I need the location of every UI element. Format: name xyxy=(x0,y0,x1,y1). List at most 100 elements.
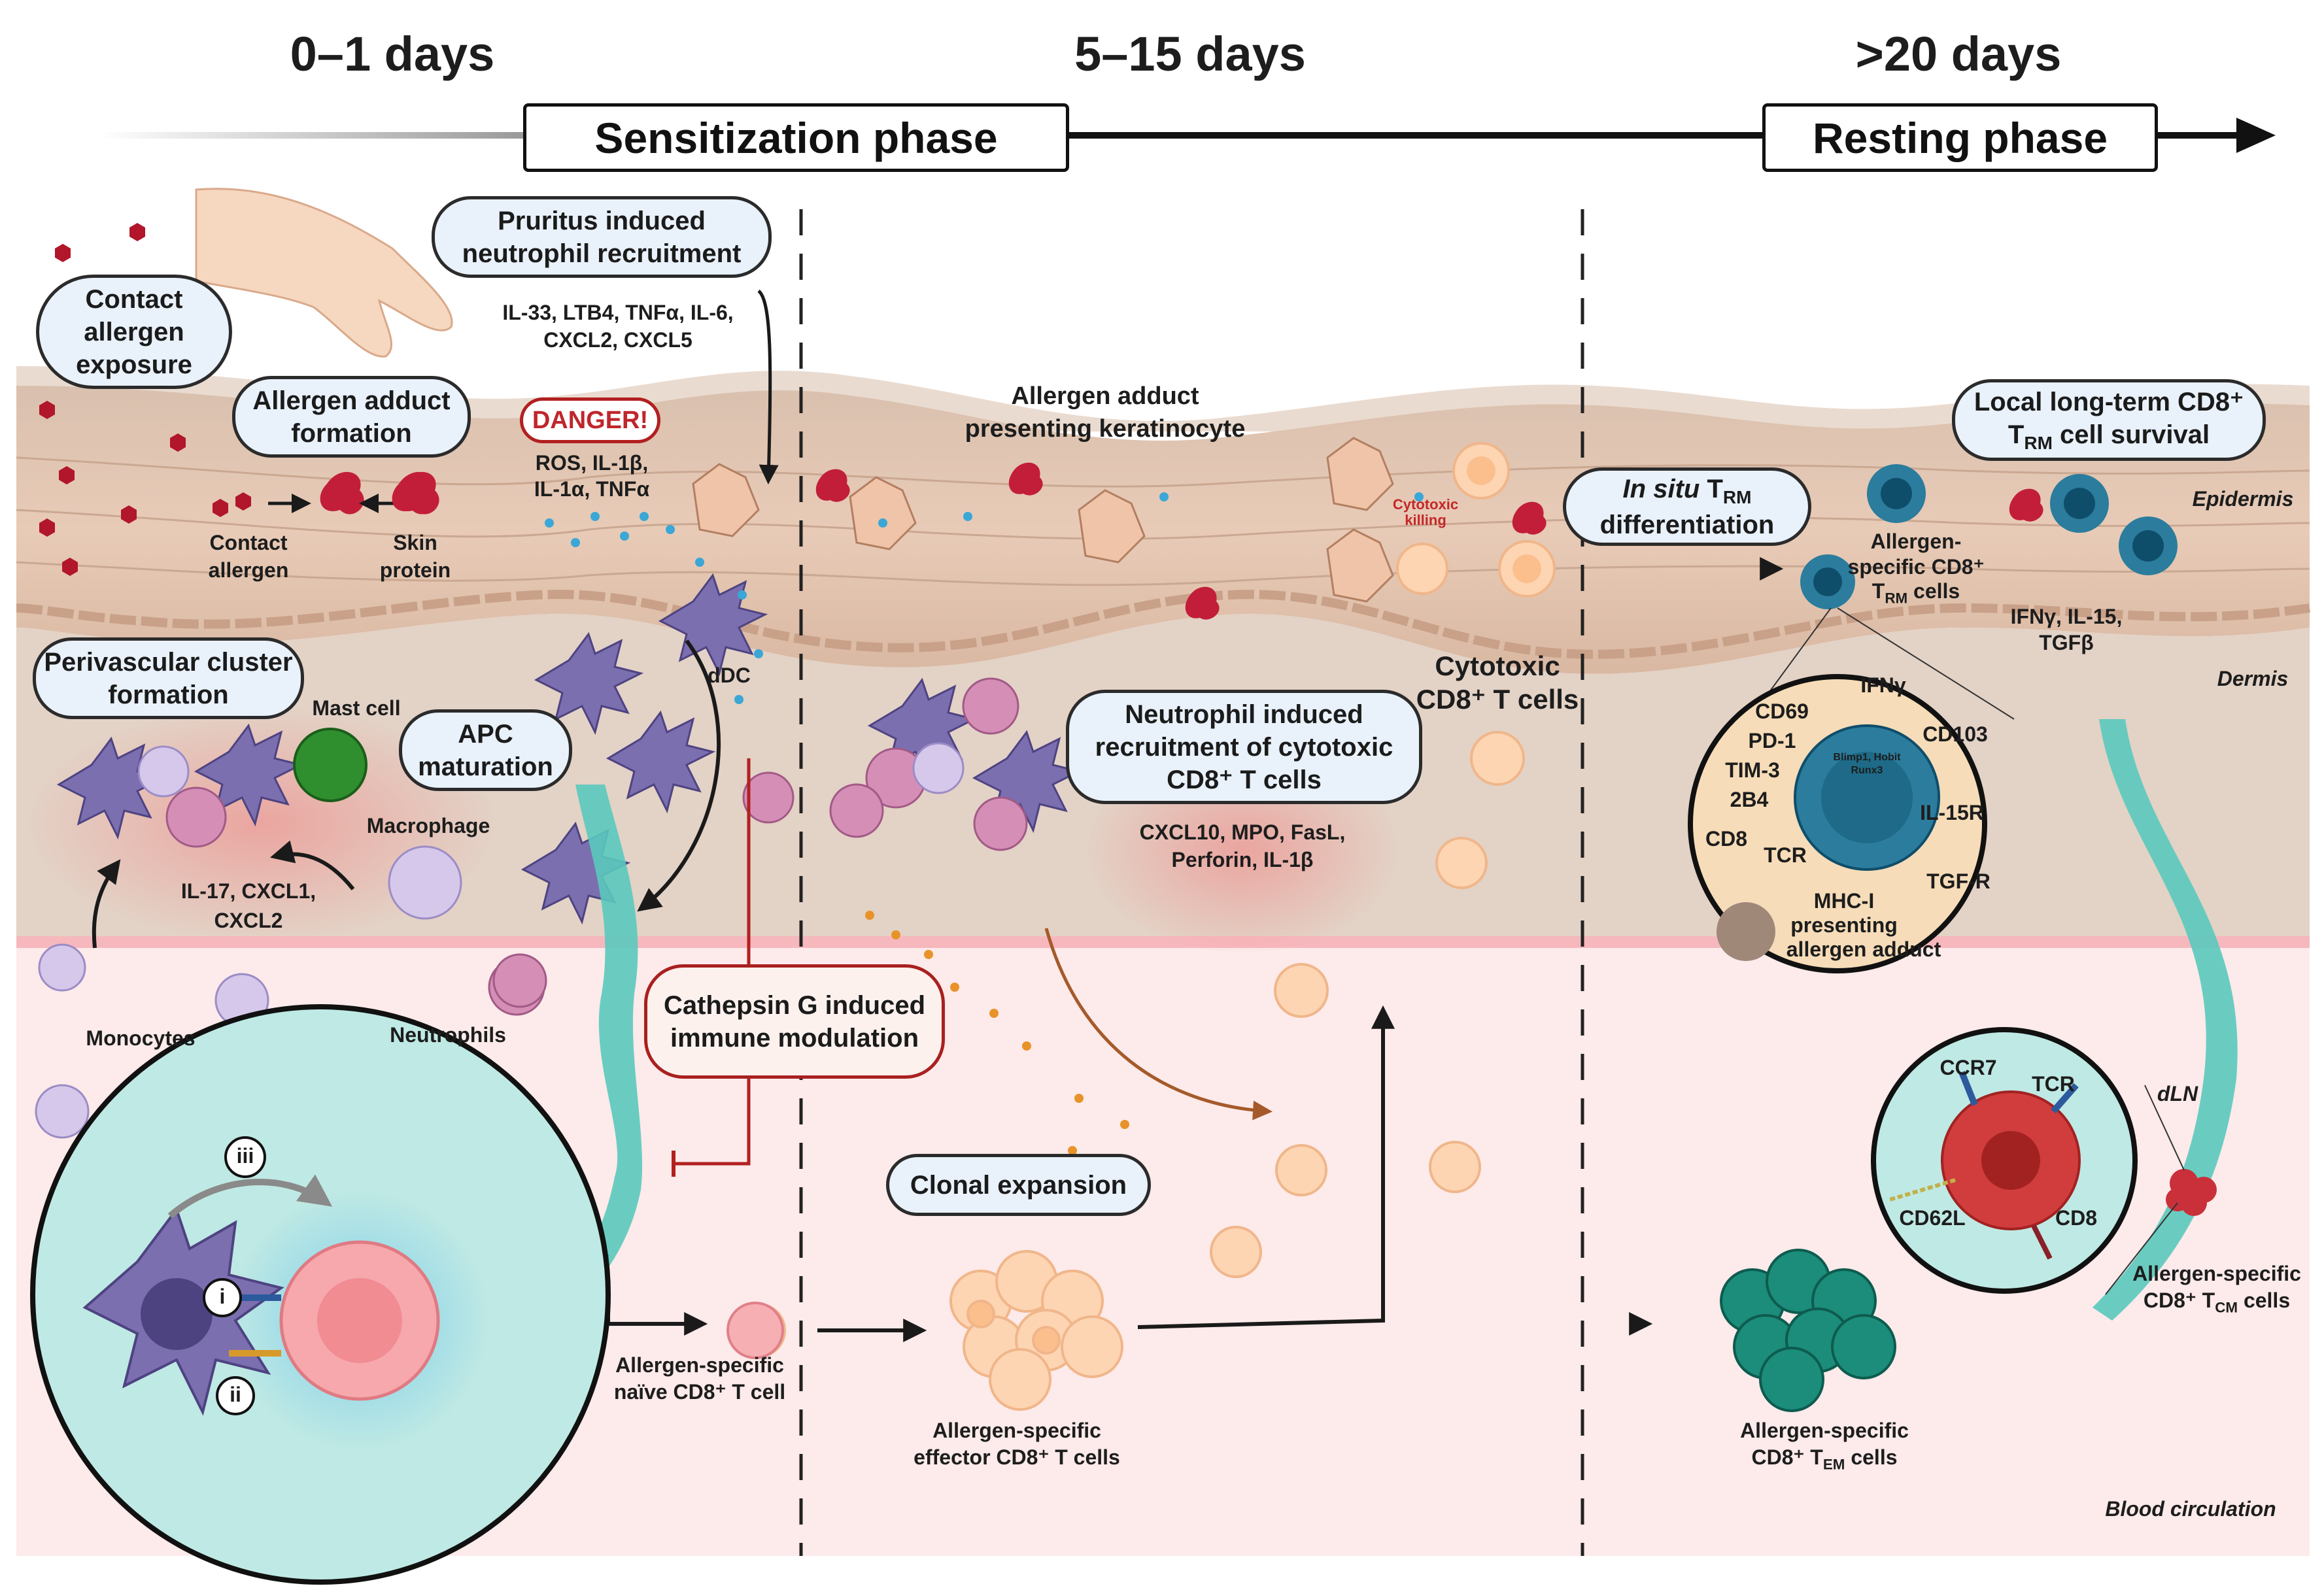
contact-allergen-label: Contact allergen xyxy=(208,531,289,582)
inset-line-dln-1 xyxy=(2144,1085,2185,1171)
skin-strata xyxy=(16,456,2310,586)
epidermis-label: Epidermis xyxy=(2192,487,2294,511)
inset-line-trm-2 xyxy=(1837,607,2015,720)
timeline-arrowhead xyxy=(2236,118,2276,153)
naive-t-cell xyxy=(726,1302,784,1359)
lymphatic-vessel-left xyxy=(517,785,643,1340)
roman-ii-circle xyxy=(216,1376,255,1415)
pruritus-neutrophil-bubble: Pruritus induced neutrophil recruitment xyxy=(432,196,772,278)
roman-iii-circle xyxy=(224,1136,266,1178)
cytotoxic-cd8-2: CD8⁺ T cells xyxy=(1416,684,1579,715)
tem-cluster xyxy=(1720,1249,1896,1412)
contact-allergen-exposure-bubble: Contact allergen exposure xyxy=(36,275,232,389)
skin-protein-shape xyxy=(392,471,436,515)
arrow-pruritus xyxy=(757,290,779,484)
apc-maturation-bubble: APC maturation xyxy=(399,709,572,791)
cytotoxic-cd8-1: Cytotoxic xyxy=(1435,650,1560,681)
trm-mhc-2: presenting xyxy=(1790,913,1898,937)
arrow-neutrophil-flow xyxy=(1044,928,1273,1121)
ifn-il15-label-1: IFNγ, IL-15, xyxy=(2010,605,2123,628)
naive-label-1: Allergen-specific xyxy=(615,1353,784,1377)
adduct-keratinocyte-2: presenting keratinocyte xyxy=(965,415,1246,443)
effector-label-1: Allergen-specific xyxy=(932,1419,1101,1442)
cytotoxic-killing-label: Cytotoxic killing xyxy=(1392,496,1459,529)
trm-cd69: CD69 xyxy=(1755,700,1809,723)
trm-mhc-1: MHC-I xyxy=(1813,889,1875,913)
tem-label-1: Allergen-specific xyxy=(1740,1419,1909,1442)
trm-mhc-3: allergen adduct xyxy=(1786,937,1941,961)
arrow-ddc-maturation xyxy=(637,639,721,912)
macrophage-label: Macrophage xyxy=(366,814,490,837)
trm-cells-label-3: TRM cells xyxy=(1871,579,1960,607)
skin-protein-label: Skin protein xyxy=(379,531,451,582)
signal-dots-orange xyxy=(865,911,1129,1155)
lymphatic-vessel-right xyxy=(2093,719,2238,1321)
trm-inset-mhc-cell xyxy=(1717,902,1775,961)
timeline-leadin xyxy=(98,132,523,139)
basal-layer xyxy=(16,590,2311,659)
cytokines-pruritus-2: CXCL2, CXCL5 xyxy=(543,328,692,352)
in-situ-trm-bubble: In situ TRM differentiation xyxy=(1563,467,1811,546)
tcm-label-2: CD8⁺ TCM cells xyxy=(2143,1289,2291,1316)
trm-nucleus-tf-2: Runx3 xyxy=(1851,765,1883,776)
dln-node xyxy=(2166,1169,2217,1216)
inset-line-dln-2 xyxy=(2105,1202,2178,1295)
il17-label: IL-17, CXCL1, xyxy=(180,879,316,903)
trm-il15r: IL-15R xyxy=(1920,801,1984,824)
naive-label-2: naïve CD8⁺ T cell xyxy=(613,1380,786,1404)
cxcl2-label: CXCL2 xyxy=(214,909,283,932)
label-0-1-days: 0–1 days xyxy=(290,27,495,81)
epidermis-layer xyxy=(16,386,2310,674)
label-5-15-days: 5–15 days xyxy=(1074,27,1306,81)
dln-label: dLN xyxy=(2157,1082,2198,1105)
signal-dots-blue xyxy=(545,492,1424,704)
cxcl10-label-2: Perforin, IL-1β xyxy=(1171,848,1314,871)
cathepsin-g-bubble: Cathepsin G induced immune modulation xyxy=(644,964,945,1079)
clonal-expansion-bubble: Clonal expansion xyxy=(886,1154,1151,1216)
roman-iii-label: iii xyxy=(236,1144,254,1168)
trm-ifng: IFNγ xyxy=(1860,673,1906,697)
tcm-cd8-receptor xyxy=(2031,1224,2053,1260)
trm-2b4: 2B4 xyxy=(1730,788,1769,811)
trm-cd8: CD8 xyxy=(1705,827,1747,851)
arrow-effector-up xyxy=(1137,1005,1395,1329)
keratinocytes xyxy=(692,437,1394,603)
dermis-label: Dermis xyxy=(2217,667,2289,690)
contact-allergen-hex xyxy=(235,492,251,511)
trm-cells xyxy=(1800,464,2178,609)
tcm-ccr7-receptor xyxy=(1958,1071,1978,1106)
hand-icon xyxy=(195,188,453,358)
danger-signals-1: ROS, IL-1β, xyxy=(535,451,649,475)
effector-label-2: effector CD8⁺ T cells xyxy=(914,1445,1120,1469)
effector-cluster xyxy=(949,1250,1123,1411)
arrow-cluster xyxy=(92,859,121,949)
cxcl10-label-1: CXCL10, MPO, FasL, xyxy=(1139,820,1346,844)
local-survival-bubble: Local long-term CD8⁺ TRM cell survival xyxy=(1952,379,2266,461)
roman-ii-label: ii xyxy=(230,1383,241,1406)
mast-cell xyxy=(293,728,367,802)
trm-cells-label-1: Allergen- xyxy=(1870,530,1962,553)
roman-i-label: i xyxy=(219,1285,226,1308)
cytokines-pruritus-1: IL-33, LTB4, TNFα, IL-6, xyxy=(502,301,734,324)
tem-label-2: CD8⁺ TEM cells xyxy=(1751,1445,1898,1473)
neutrophil-cytotoxic-bubble: Neutrophil induced recruitment of cytoto… xyxy=(1066,690,1422,804)
roman-i-circle xyxy=(203,1278,242,1317)
arrow-macrophage xyxy=(270,840,355,890)
allergen-adduct-formation-bubble: Allergen adduct formation xyxy=(232,376,471,458)
tcm-tcr: TCR xyxy=(2032,1072,2075,1096)
ifn-il15-label-2: TGFβ xyxy=(2039,631,2094,654)
monocytes-label: Monocytes xyxy=(86,1026,196,1050)
neutrophils-label: Neutrophils xyxy=(390,1023,506,1047)
tcm-tcr-receptor xyxy=(2051,1083,2079,1114)
trm-tcr: TCR xyxy=(1764,843,1807,867)
ddc-label: dDC xyxy=(708,664,751,687)
trm-pd1: PD-1 xyxy=(1748,729,1796,752)
inset-curved-arrow xyxy=(167,1174,333,1219)
inhibit-cathepsin xyxy=(674,758,751,1166)
adduct-keratinocyte-1: Allergen adduct xyxy=(1011,382,1199,410)
trm-nucleus-tf-1: Blimp1, Hobit xyxy=(1833,752,1901,763)
blood-circulation-label: Blood circulation xyxy=(2105,1497,2276,1521)
trm-tim3: TIM-3 xyxy=(1725,758,1780,782)
resting-phase-box: Resting phase xyxy=(1762,103,2158,172)
